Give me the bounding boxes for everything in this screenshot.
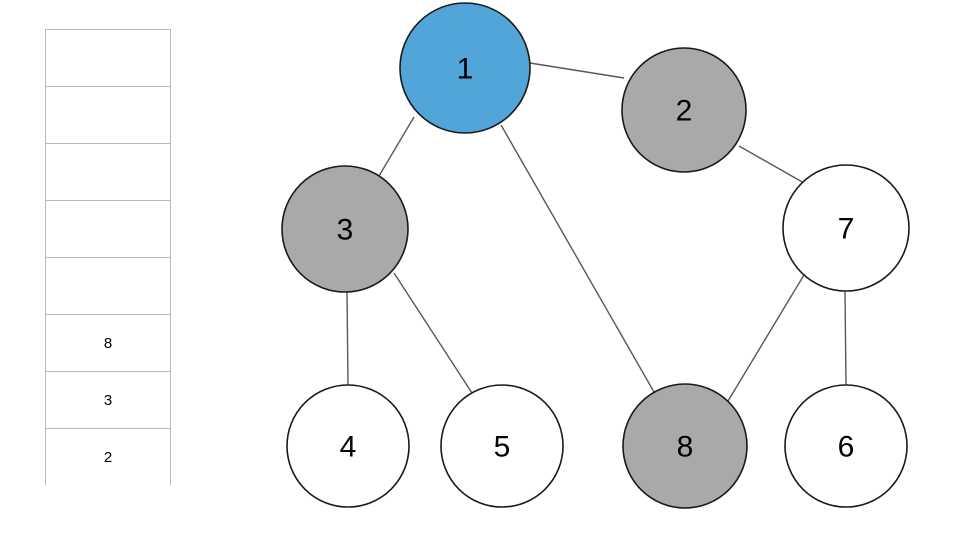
stack-cell-filled: 8 xyxy=(46,315,170,372)
graph-edge-3-4 xyxy=(346,291,349,386)
stack-cell-filled: 3 xyxy=(46,372,170,429)
graph-node-6[interactable]: 6 xyxy=(784,384,908,508)
graph-node-circle-8[interactable] xyxy=(622,383,748,509)
graph-node-5[interactable]: 5 xyxy=(440,384,564,508)
stack-cell-empty xyxy=(46,30,170,87)
graph-edge-2-7 xyxy=(738,145,812,188)
graph-node-2[interactable]: 2 xyxy=(621,47,747,173)
graph-node-3[interactable]: 3 xyxy=(281,165,409,293)
graph-node-4[interactable]: 4 xyxy=(286,384,410,508)
graph-node-1[interactable]: 1 xyxy=(399,2,531,134)
graph-node-circle-5[interactable] xyxy=(440,384,564,508)
stack-cell-filled: 2 xyxy=(46,429,170,486)
stack-cell-empty xyxy=(46,258,170,315)
graph-edge-7-8 xyxy=(727,274,805,402)
graph-node-circle-4[interactable] xyxy=(286,384,410,508)
graph-node-7[interactable]: 7 xyxy=(782,164,910,292)
graph-node-circle-6[interactable] xyxy=(784,384,908,508)
graph-node-8[interactable]: 8 xyxy=(622,383,748,509)
graph-node-circle-1[interactable] xyxy=(399,2,531,134)
graph-edge-1-3 xyxy=(378,116,415,177)
graph-node-circle-7[interactable] xyxy=(782,164,910,292)
graph-node-circle-3[interactable] xyxy=(281,165,409,293)
stack-cell-empty xyxy=(46,144,170,201)
stack-cell-empty xyxy=(46,87,170,144)
graph-node-circle-2[interactable] xyxy=(621,47,747,173)
graph-edge-1-2 xyxy=(529,62,625,79)
graph-edge-3-5 xyxy=(393,272,473,394)
graph-edge-1-8 xyxy=(500,124,655,393)
stack-cell-empty xyxy=(46,201,170,258)
graph-edge-7-6 xyxy=(844,290,847,386)
